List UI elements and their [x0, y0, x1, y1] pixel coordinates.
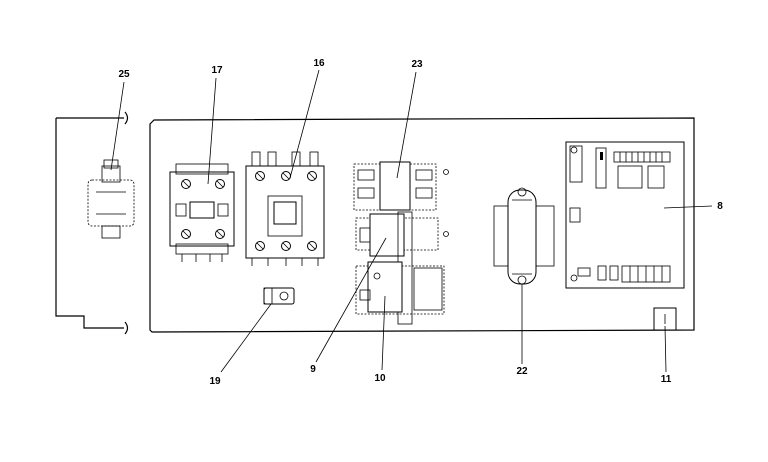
clamp-19: [263, 287, 295, 305]
callout-8: 8: [717, 201, 723, 212]
left-bracket: [55, 111, 129, 335]
callout-labels: 25 17 16 23 8 19 9 10 22 11: [118, 58, 723, 387]
back-panel: [149, 117, 695, 333]
control-board-8: [565, 141, 685, 289]
callout-9: 9: [310, 364, 316, 375]
contactor-16: [245, 151, 325, 266]
relay-module-23: [353, 161, 449, 211]
callout-23: 23: [411, 59, 423, 70]
callout-25: 25: [118, 69, 130, 80]
callout-10: 10: [374, 373, 386, 384]
callout-19: 19: [209, 376, 221, 387]
transformer-22: [493, 187, 555, 285]
contactor-17: [169, 163, 235, 262]
callout-11: 11: [661, 374, 672, 385]
leader-lines: [110, 69, 713, 373]
relay-10: [355, 261, 445, 315]
component-25: [87, 159, 135, 239]
relay-9: [355, 211, 449, 325]
callout-17: 17: [211, 65, 223, 76]
callout-16: 16: [313, 58, 325, 69]
callout-22: 22: [516, 366, 528, 377]
